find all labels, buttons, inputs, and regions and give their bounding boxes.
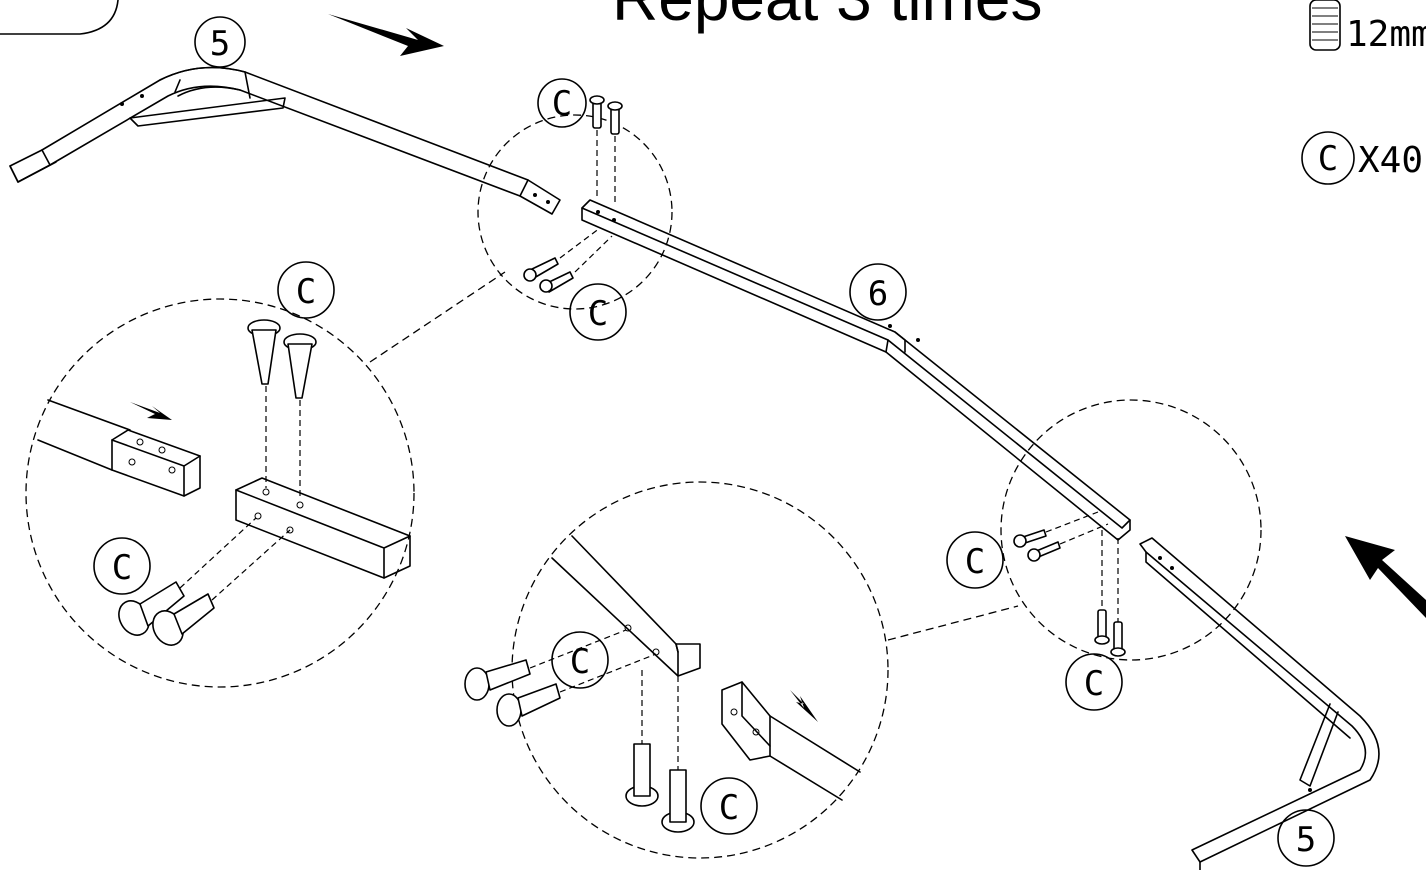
c-label-circle-right-1 [946,531,1004,589]
part-label-circle-6 [849,263,907,321]
part-label-circle-5-right [1277,809,1335,867]
detail-circle-upper [477,114,673,310]
c-label-circle-bottom-2 [700,777,758,835]
direction-arrow-right [1345,536,1426,618]
leader-left [369,271,506,363]
part-label-5-right: 5 [1296,820,1316,860]
c-label-circle-bottom-1 [551,631,609,689]
part-c-quantity: X40 [1358,140,1423,181]
c-label-circle-upper-1 [537,78,587,128]
part-label-6: 6 [868,274,888,314]
leader-bottom [887,605,1019,641]
c-label-bottom-2: C [719,788,739,828]
right-screws [1013,511,1126,657]
step-title: Repeat 3 times [612,0,1042,34]
hardware-legend: 12mm C X40 [1301,0,1426,185]
corner-fragment [0,0,119,35]
c-label-circle-upper-2 [569,283,627,341]
c-label-upper-2: C [588,294,608,334]
c-label-right-2: C [1084,664,1104,704]
magnified-detail-bottom [511,481,889,859]
magnified-left-content [37,319,411,646]
c-label-left-1: C [296,272,316,312]
screw-size-label: 12mm [1346,14,1426,55]
c-label-right-1: C [965,542,985,582]
c-label-left-2: C [112,548,132,588]
part-label-5-left: 5 [210,24,230,64]
part-c-letter: C [1318,139,1338,179]
c-label-bottom-1: C [570,642,590,682]
direction-arrow-top [328,14,444,56]
part-label-circle-5-left [194,16,246,68]
detail-circle-right [1000,399,1262,661]
c-label-circle-left-2 [93,537,151,595]
magnified-bottom-content [464,535,861,833]
right-frame-part-5 [1139,537,1380,870]
upper-screws [523,95,623,293]
middle-bar-part-6 [581,199,1131,541]
screw-legend-icon [1309,0,1341,51]
c-label-circle-left-1 [277,261,335,319]
part-c-circle [1301,131,1355,185]
c-label-circle-right-2 [1065,653,1123,711]
magnified-detail-left [25,298,415,688]
left-frame-part-5 [9,66,561,215]
c-label-upper-1: C [552,84,572,124]
